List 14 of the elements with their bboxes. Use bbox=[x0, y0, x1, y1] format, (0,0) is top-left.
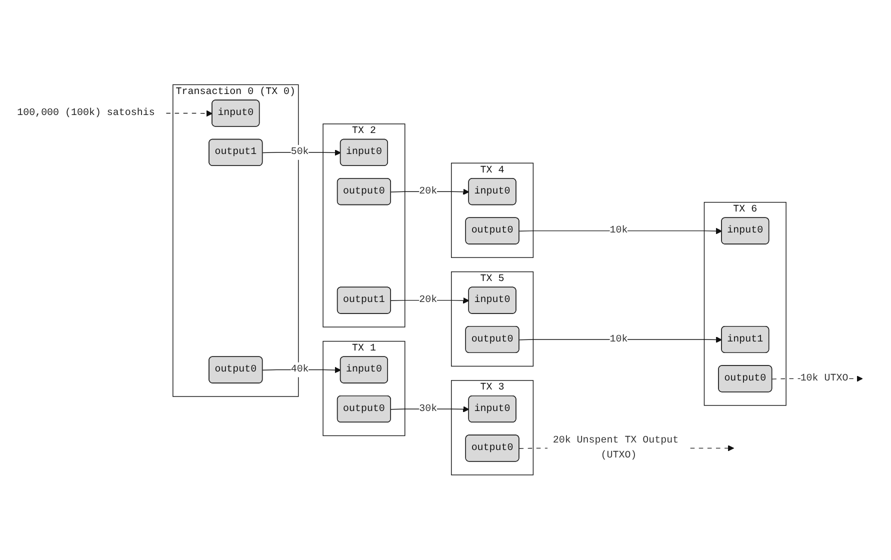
edge-label: 40k bbox=[290, 364, 309, 376]
arrow bbox=[518, 336, 722, 344]
edge-label: 10k bbox=[610, 224, 628, 236]
arrow bbox=[390, 406, 470, 413]
edge-label: 20k Unspent TX Output (UTXO) bbox=[552, 434, 679, 462]
arrow bbox=[518, 228, 722, 234]
edge-label: 10k bbox=[610, 334, 628, 346]
arrow bbox=[166, 110, 213, 117]
edge-label: 20k bbox=[419, 186, 438, 198]
edge-label: 20k bbox=[419, 294, 438, 306]
node-text: 100,000 (100k) satoshis bbox=[17, 107, 155, 119]
edge-label: 30k bbox=[419, 403, 438, 415]
edge-label: 50k bbox=[290, 146, 309, 158]
edge-label: 10k UTXO bbox=[800, 372, 848, 384]
